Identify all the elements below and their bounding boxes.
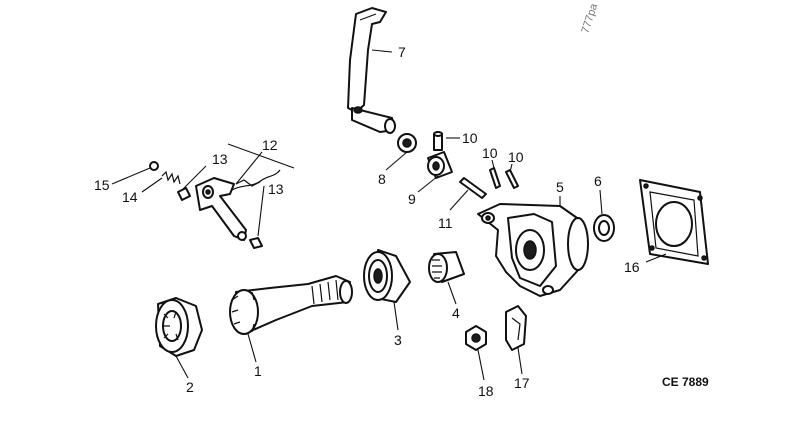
part-6-seal (593, 214, 615, 242)
part-10-pin-b (489, 167, 501, 189)
callout-7: 7 (398, 44, 406, 60)
part-10-pin-c (505, 169, 519, 189)
callout-12: 12 (262, 137, 278, 153)
callout-9: 9 (408, 191, 416, 207)
part-11-rod-pin (459, 177, 487, 199)
callout-1: 1 (254, 363, 262, 379)
part-13-pin-upper (177, 187, 191, 201)
callout-10-c: 10 (508, 149, 524, 165)
callout-10-a: 10 (462, 130, 478, 146)
callout-14: 14 (122, 189, 138, 205)
part-9-bushing (427, 151, 453, 179)
callout-3: 3 (394, 332, 402, 348)
callout-6: 6 (594, 173, 602, 189)
part-7-shift-lever (347, 7, 396, 134)
callout-10-b: 10 (482, 145, 498, 161)
part-12-detent-lever (195, 169, 281, 241)
part-4-needle-bearing (428, 251, 465, 283)
part-17-clip (505, 305, 527, 351)
part-15-ball (149, 161, 159, 171)
part-13-pin-lower (249, 237, 263, 249)
callout-11: 11 (438, 215, 453, 231)
part-5-housing (477, 203, 589, 297)
part-16-gasket (639, 179, 709, 265)
part-3-bearing (363, 249, 411, 303)
callout-4: 4 (452, 305, 460, 321)
callout-5: 5 (556, 179, 564, 195)
callout-17: 17 (514, 375, 530, 391)
callout-13-b: 13 (268, 181, 284, 197)
part-10-pin-a (433, 131, 443, 151)
part-14-spring (161, 170, 181, 185)
part-1-shaft (229, 275, 353, 335)
part-8-washer (397, 133, 417, 153)
callout-numbers: 7 8 10 9 10 10 11 5 6 16 3 4 1 2 17 18 1… (94, 44, 640, 399)
watermark-text: 777pa (579, 1, 600, 35)
callout-13-a: 13 (212, 151, 228, 167)
part-18-nut (465, 325, 487, 351)
part-2-gear (155, 297, 203, 357)
callout-18: 18 (478, 383, 494, 399)
drawing-code: CE 7889 (662, 375, 709, 389)
leader-lines (111, 49, 667, 381)
callout-8: 8 (378, 171, 386, 187)
callout-16: 16 (624, 259, 640, 275)
callout-2: 2 (186, 379, 194, 395)
callout-15: 15 (94, 177, 110, 193)
